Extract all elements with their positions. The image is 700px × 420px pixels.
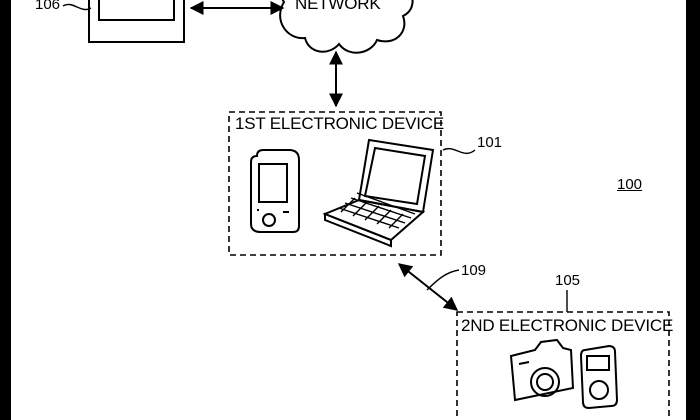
cloud-icon [279,0,414,54]
server-ref-leader [62,3,92,11]
laptop-icon [322,138,435,248]
diagram-canvas [62,0,670,420]
link-ref: 109 [461,262,487,279]
camera-icon [509,338,575,402]
network-label: NETWORK [295,0,381,13]
device1-device2-arrow [397,263,459,311]
second-device-box [456,311,670,420]
first-device-ref-leader [442,147,476,155]
server-box [88,0,185,43]
server-box-ref: 106 [35,0,61,13]
second-device-ref: 105 [555,272,581,289]
first-device-title: 1ST ELECTRONIC DEVICE [235,114,444,133]
first-device-ref: 101 [477,134,503,151]
first-device-box [228,111,442,256]
second-device-title: 2ND ELECTRONIC DEVICE [461,316,674,335]
patent-figure-page: 106 NETWORK 1ST ELECTRONIC DEVICE 101 10… [11,0,686,420]
system-ref: 100 [617,176,643,193]
pda-icon [250,149,300,233]
link-ref-leader [426,269,460,291]
media-player-icon [579,344,619,410]
